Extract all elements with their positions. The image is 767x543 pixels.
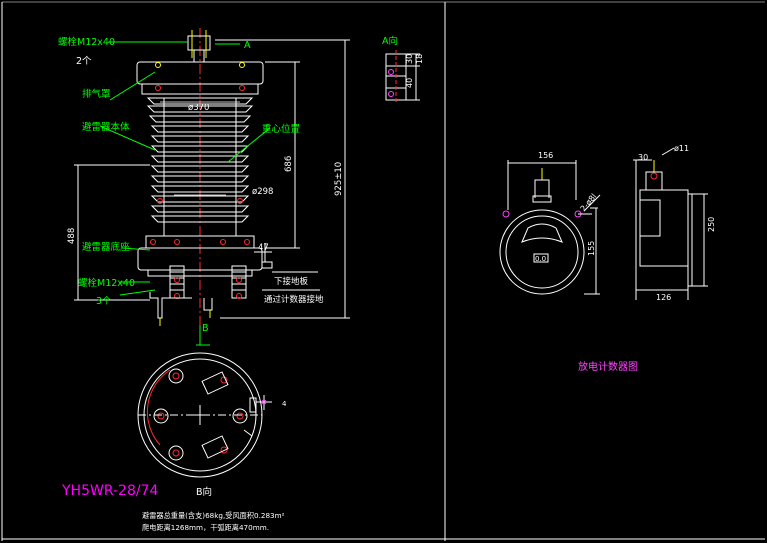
side-dim-250: 250	[707, 217, 716, 232]
bolt-bottom-qty: 3个	[96, 296, 112, 307]
counter-front-view	[499, 160, 601, 295]
model-number: YH5WR-28/74	[61, 483, 158, 499]
bolt-top-label: 螺栓M12x40	[58, 36, 115, 48]
side-dim-126: 126	[656, 293, 671, 302]
counter-display: 0.0	[535, 255, 546, 263]
counter-side-view	[633, 147, 708, 300]
counter-dim-155: 155	[587, 241, 596, 256]
a-dim-30: 30	[405, 54, 414, 64]
lug-dim: 4	[282, 400, 287, 408]
arrester-body-label: 避雷器本体	[82, 121, 130, 133]
dim-488: 488	[67, 228, 77, 244]
view-b-tag: B	[202, 323, 209, 334]
bottom-bracket	[149, 292, 192, 319]
a-dim-18: 18	[415, 54, 424, 64]
a-view-detail	[385, 50, 420, 104]
dim-298: ø298	[252, 187, 273, 197]
view-b-caption: B向	[196, 486, 212, 498]
arrester-elevation	[74, 28, 350, 345]
bolt-bottom-label: 螺栓M12x40	[78, 277, 135, 289]
dim-686: 686	[284, 156, 294, 172]
center-of-gravity-label: 重心位置	[262, 123, 300, 135]
counter-dim-156: 156	[538, 151, 553, 160]
note-line-1: 避雷器总重量(含支)68kg,受风面积0.283m²	[142, 511, 285, 520]
bolt-top-qty: 2个	[76, 56, 92, 67]
base-label: 避雷器底座	[82, 241, 130, 253]
a-view-title: A向	[382, 35, 398, 47]
callout-leaders	[99, 41, 271, 296]
to-counter-label: 通过计数器接地	[264, 294, 324, 305]
view-a-tag: A	[244, 40, 251, 51]
counter-title: 放电计数器图	[578, 360, 638, 373]
vent-cap-label: 排气罩	[82, 88, 111, 100]
dim-925: 925±10	[334, 162, 344, 196]
ground-plate-label: 下接地板	[274, 276, 309, 287]
a-dim-40: 40	[405, 78, 414, 88]
note-line-2: 爬电距离1268mm，干弧距离470mm.	[142, 523, 269, 532]
b-view-plan	[137, 325, 272, 478]
side-dim-11: ø11	[674, 144, 689, 153]
dim-370: ø370	[188, 103, 209, 113]
dim-47: 47	[258, 243, 269, 253]
insulator-sheds	[146, 97, 254, 236]
side-dim-30: 30	[638, 153, 648, 162]
